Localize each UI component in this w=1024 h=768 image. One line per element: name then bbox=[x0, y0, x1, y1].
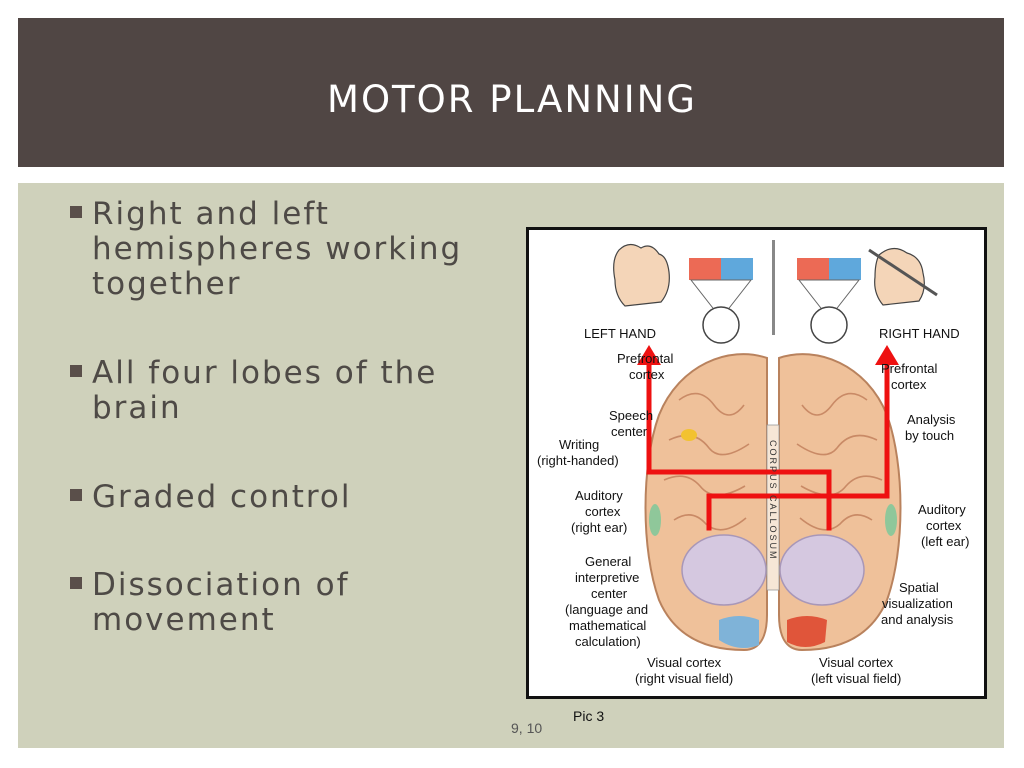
bullet-text: Dissociation of movement bbox=[92, 567, 350, 638]
right-visual-cortex bbox=[787, 616, 827, 647]
brain-diagram-figure: LEFT HAND RIGHT HAND bbox=[526, 227, 987, 699]
right-hand-label: RIGHT HAND bbox=[879, 326, 960, 341]
label-prefrontal-left-2: cortex bbox=[629, 367, 665, 382]
label-general-2: interpretive bbox=[575, 570, 639, 585]
label-general-6: calculation) bbox=[575, 634, 641, 649]
label-spatial: Spatial bbox=[899, 580, 939, 595]
title-bar bbox=[18, 18, 1004, 167]
label-auditory-left: Auditory bbox=[575, 488, 623, 503]
label-prefrontal-left: Prefrontal bbox=[617, 351, 673, 366]
midline-divider bbox=[772, 240, 775, 335]
bullet-square-icon bbox=[70, 206, 82, 218]
speech-center-area bbox=[681, 429, 697, 441]
bullet-square-icon bbox=[70, 577, 82, 589]
red-arrows bbox=[646, 357, 890, 531]
bullet-square-icon bbox=[70, 489, 82, 501]
left-hand-icon bbox=[613, 243, 670, 307]
left-arrow-head-icon bbox=[637, 345, 661, 365]
label-visual-right: Visual cortex bbox=[819, 655, 894, 670]
slide-title: MOTOR PLANNING bbox=[327, 78, 697, 121]
label-writing: Writing bbox=[559, 437, 599, 452]
left-hemisphere bbox=[644, 353, 768, 652]
label-auditory-right: Auditory bbox=[918, 502, 966, 517]
label-prefrontal-right: Prefrontal bbox=[881, 361, 937, 376]
label-spatial-3: and analysis bbox=[881, 612, 954, 627]
left-visual-field-boxes bbox=[689, 258, 753, 280]
label-speech: Speech bbox=[609, 408, 653, 423]
right-visual-field-boxes bbox=[797, 258, 861, 280]
label-analysis-2: by touch bbox=[905, 428, 954, 443]
left-visual-cortex bbox=[719, 616, 759, 649]
left-parietal-lobe bbox=[681, 534, 767, 606]
right-arrow-head-icon bbox=[875, 345, 899, 365]
label-speech-2: center bbox=[611, 424, 648, 439]
label-general: General bbox=[585, 554, 631, 569]
right-parietal-lobe bbox=[779, 534, 865, 606]
label-corpus-callosum: CORPUS CALLOSUM bbox=[768, 440, 778, 561]
label-writing-2: (right-handed) bbox=[537, 453, 619, 468]
left-auditory-cortex bbox=[649, 504, 661, 536]
label-visual-left-2: (right visual field) bbox=[635, 671, 733, 686]
bullet-text: All four lobes of the brain bbox=[92, 355, 438, 426]
page-number: 9, 10 bbox=[511, 720, 543, 736]
label-general-5: mathematical bbox=[569, 618, 646, 633]
bullet-text: Graded control bbox=[92, 479, 352, 515]
brain-diagram: LEFT HAND RIGHT HAND bbox=[537, 240, 969, 686]
label-analysis: Analysis bbox=[907, 412, 956, 427]
brain-folds bbox=[663, 392, 883, 531]
label-visual-left: Visual cortex bbox=[647, 655, 722, 670]
label-auditory-right-3: (left ear) bbox=[921, 534, 969, 549]
label-general-4: (language and bbox=[565, 602, 648, 617]
label-auditory-right-2: cortex bbox=[926, 518, 962, 533]
label-auditory-left-2: cortex bbox=[585, 504, 621, 519]
label-spatial-2: visualization bbox=[882, 596, 953, 611]
label-auditory-left-3: (right ear) bbox=[571, 520, 627, 535]
pencil-icon bbox=[868, 248, 938, 297]
corpus-callosum bbox=[766, 424, 780, 591]
label-general-3: center bbox=[591, 586, 628, 601]
right-eye-icon bbox=[810, 306, 848, 344]
left-hand-label: LEFT HAND bbox=[584, 326, 656, 341]
right-auditory-cortex bbox=[885, 504, 897, 536]
bullet-square-icon bbox=[70, 365, 82, 377]
left-eye-icon bbox=[702, 306, 740, 344]
bullet-text: Right and left hemispheres working toget… bbox=[92, 196, 463, 302]
figure-caption: Pic 3 bbox=[573, 708, 605, 724]
label-visual-right-2: (left visual field) bbox=[811, 671, 901, 686]
label-prefrontal-right-2: cortex bbox=[891, 377, 927, 392]
